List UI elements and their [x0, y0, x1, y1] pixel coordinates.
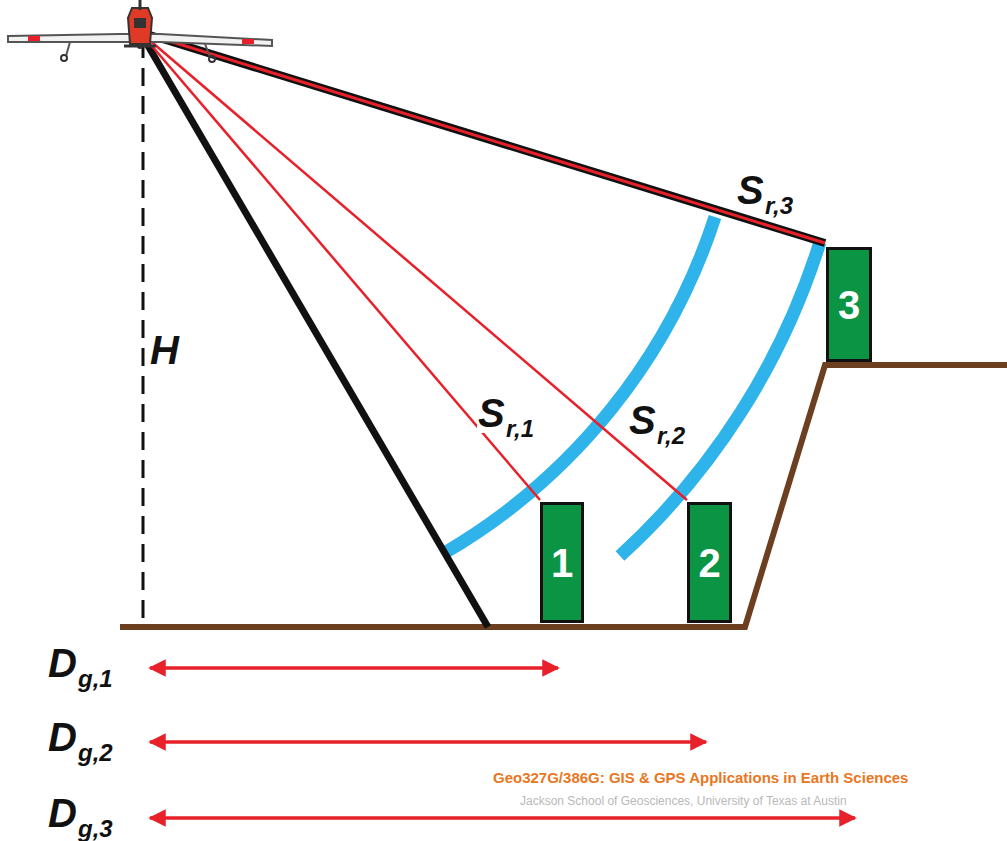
- building: 3: [826, 247, 872, 362]
- building: 2: [687, 502, 732, 623]
- slant-range-line: [140, 32, 825, 243]
- subscript-label: r,2: [656, 424, 686, 448]
- slant-range-line: [140, 32, 540, 500]
- subscript-label: r,3: [765, 194, 793, 218]
- variable-label: D: [48, 717, 77, 757]
- variable-label: S: [477, 393, 506, 433]
- subscript-label: g,2: [78, 741, 113, 765]
- height-line: [142, 40, 145, 622]
- watermark: Jackson School of Geosciences, Universit…: [520, 795, 847, 807]
- distance-arrow: [150, 816, 855, 820]
- subscript-label: g,1: [78, 667, 113, 691]
- variable-label: S: [628, 400, 657, 440]
- subscript-label: r,1: [505, 417, 535, 441]
- distance-arrow: [150, 666, 558, 670]
- distance-arrow: [150, 740, 706, 744]
- subscript-label: g,3: [78, 817, 113, 841]
- building-number: 3: [838, 285, 860, 325]
- beam-edge: [140, 32, 825, 243]
- variable-label: S: [737, 170, 764, 210]
- variable-label: D: [48, 643, 77, 683]
- variable-label: H: [150, 330, 179, 370]
- building-number: 2: [698, 543, 720, 583]
- building-number: 1: [551, 543, 573, 583]
- ground-profile: [120, 365, 1007, 627]
- airplane: [8, 0, 272, 62]
- watermark: Geo327G/386G: GIS & GPS Applications in …: [493, 770, 908, 785]
- variable-label: D: [48, 793, 77, 833]
- slant-range-line: [140, 32, 687, 500]
- building: 1: [540, 502, 584, 623]
